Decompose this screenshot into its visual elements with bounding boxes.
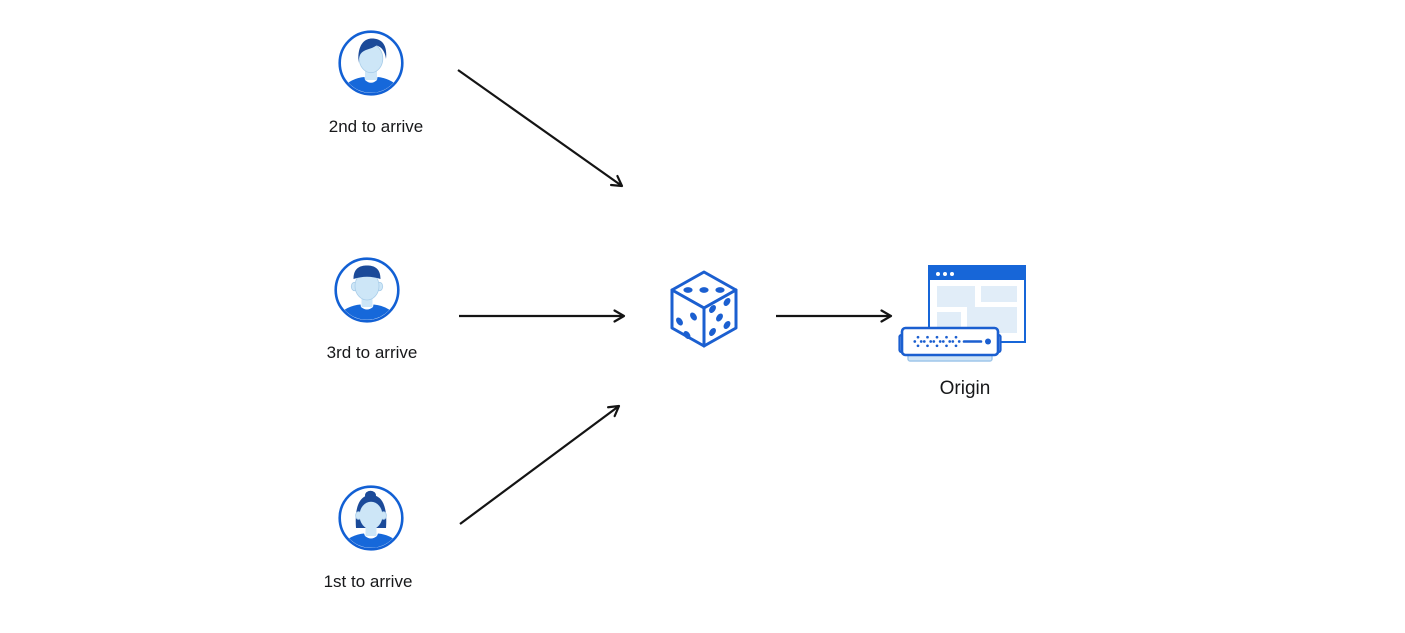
content-block: [937, 312, 961, 327]
avatar-man-swoop-hair-icon: [338, 30, 404, 96]
arrow-first-to-dice: [459, 404, 621, 525]
node-randomizer: [667, 269, 741, 349]
node-visitor-third: [334, 257, 400, 323]
arrow-second-to-dice: [457, 69, 624, 188]
content-block: [981, 286, 1017, 302]
content-block: [937, 286, 975, 307]
label-visitor-first: 1st to arrive: [323, 572, 413, 591]
dice-icon: [670, 270, 738, 348]
origin-server-icon: [898, 326, 1002, 362]
label-visitor-second: 2nd to arrive: [328, 117, 424, 136]
avatar-man-flat-hair-icon: [334, 257, 400, 323]
node-origin: [898, 325, 1002, 365]
node-visitor-second: [338, 30, 404, 96]
avatar-woman-bun-icon: [338, 485, 404, 551]
node-visitor-first: [338, 485, 404, 551]
label-origin: Origin: [939, 378, 991, 399]
label-visitor-third: 3rd to arrive: [326, 343, 418, 362]
titlebar-dot: [950, 271, 954, 276]
titlebar-dot: [943, 271, 947, 276]
titlebar-dot: [936, 271, 940, 276]
browser-titlebar: [930, 267, 1024, 280]
